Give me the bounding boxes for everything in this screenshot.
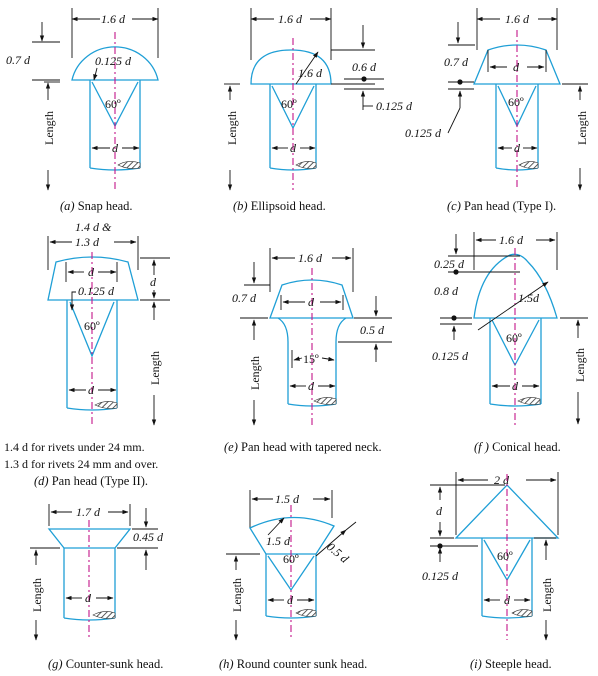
b-length-label: Length <box>225 111 239 145</box>
c-height-label: 0.7 d <box>444 55 469 69</box>
h-length-label: Length <box>230 578 244 612</box>
figure-c-pan-head-type-1: 1.6 d d 0.7 d 0.125 d 60º d Length (c) P… <box>405 8 589 213</box>
figure-f-conical-head: 1.6 d 0.25 d 0.8 d 0.125 d 1.5d 60º d Le… <box>432 232 588 454</box>
figure-b-ellipsoid-head: 1.6 d 1.6 d 0.6 d 0.125 d 60º d Length (… <box>224 8 413 213</box>
d-dia1-label: 1.4 d & <box>75 220 112 234</box>
e-pan-head-shape <box>269 279 354 319</box>
i-angle-label: 60º <box>497 549 513 563</box>
f-angle-label: 60º <box>506 331 522 345</box>
i-shank-label: d <box>504 593 511 607</box>
a-radius-label: 0.125 d <box>95 54 132 68</box>
c-length-label: Length <box>575 111 589 145</box>
i-caption: (i) Steeple head. <box>470 657 552 671</box>
f-top-label: 0.25 d <box>434 257 465 271</box>
d-note-2: 1.3 d for rivets 24 mm and over. <box>4 457 158 471</box>
c-pan-head-shape <box>473 44 561 85</box>
b-dia-label: 1.6 d <box>278 12 303 26</box>
d-length-label: Length <box>148 351 162 385</box>
i-length-label: Length <box>540 578 554 612</box>
figure-d-pan-head-type-2: 1.4 d & 1.3 d d 0.125 d 60º d Length d 1… <box>4 220 170 488</box>
d-top-label: d <box>88 265 95 279</box>
d-height-label: d <box>150 275 157 289</box>
d-dia2-label: 1.3 d <box>75 235 100 249</box>
e-top-label: d <box>308 295 315 309</box>
f-height-label: 0.8 d <box>434 284 459 298</box>
a-dia-label: 1.6 d <box>101 12 126 26</box>
b-height-label: 0.6 d <box>352 60 377 74</box>
c-radius-label: 0.125 d <box>405 126 442 140</box>
f-dia-label: 1.6 d <box>499 233 524 247</box>
d-note-1: 1.4 d for rivets under 24 mm. <box>4 440 145 454</box>
h-caption: (h) Round counter sunk head. <box>219 657 367 671</box>
i-height-label: d <box>436 504 443 518</box>
b-shank-label: d <box>290 141 297 155</box>
g-length-label: Length <box>30 578 44 612</box>
e-taper-label: 15º <box>303 352 319 366</box>
h-rise-label: 0.5 d <box>324 540 352 567</box>
g-dia-label: 1.7 d <box>76 505 101 519</box>
i-radius-label: 0.125 d <box>422 569 459 583</box>
h-radius-label: 1.5 d <box>266 534 291 548</box>
a-snap-head-shape <box>71 46 159 81</box>
e-neck-label: 0.5 d <box>360 323 385 337</box>
e-length-label: Length <box>248 356 262 390</box>
f-shank-label: d <box>512 379 519 393</box>
c-caption: (c) Pan head (Type I). <box>447 199 556 213</box>
c-dia-label: 1.6 d <box>505 12 530 26</box>
d-shank-label: d <box>88 383 95 397</box>
a-caption: (a) Snap head. <box>60 199 133 213</box>
d-pan-head-shape <box>47 256 139 301</box>
e-shank-label: d <box>308 379 315 393</box>
b-radius1-label: 1.6 d <box>298 66 323 80</box>
h-shank-label: d <box>287 593 294 607</box>
e-caption: (e) Pan head with tapered neck. <box>224 440 382 454</box>
figure-h-round-counter-sunk-head: 1.5 d 1.5 d 60º 0.5 d d Length (h) Round… <box>219 490 367 671</box>
b-ellipsoid-head-shape <box>250 49 332 85</box>
f-conical-head-shape <box>473 253 558 319</box>
d-angle-label: 60º <box>84 319 100 333</box>
g-height-label: 0.45 d <box>133 530 164 544</box>
i-dia-label: 2 d <box>494 473 510 487</box>
d-radius-label: 0.125 d <box>78 284 115 298</box>
b-radius2-label: 0.125 d <box>376 99 413 113</box>
h-dia-label: 1.5 d <box>275 492 300 506</box>
figure-a-snap-head: 1.6 d 0.7 d 0.125 d 60º d Length (a) Sna… <box>6 8 159 213</box>
e-height-label: 0.7 d <box>232 291 257 305</box>
f-radius-label: 1.5d <box>518 291 540 305</box>
c-top-label: d <box>513 60 520 74</box>
b-caption: (b) Ellipsoid head. <box>233 199 326 213</box>
e-dia-label: 1.6 d <box>298 251 323 265</box>
a-angle-label: 60º <box>105 97 121 111</box>
f-caption: (f ) Conical head. <box>474 440 561 454</box>
a-shank-label: d <box>112 141 119 155</box>
h-angle-label: 60º <box>283 552 299 566</box>
c-shank-label: d <box>514 141 521 155</box>
h-round-counter-sunk-shape <box>249 516 335 555</box>
b-angle-label: 60º <box>281 97 297 111</box>
figure-e-pan-head-tapered-neck: 1.6 d d 0.7 d 0.5 d 15º d Length (e) Pan… <box>224 248 392 454</box>
a-length-label: Length <box>42 111 56 145</box>
d-caption: (d) Pan head (Type II). <box>34 474 148 488</box>
c-angle-label: 60º <box>508 95 524 109</box>
f-length-label: Length <box>573 348 587 382</box>
g-shank-label: d <box>85 591 92 605</box>
figure-i-steeple-head: 2 d d 0.125 d 60º d Length (i) Steeple h… <box>422 472 560 671</box>
figure-g-counter-sunk-head: 1.7 d 0.45 d d Length (g) Counter-sunk h… <box>30 504 164 671</box>
g-caption: (g) Counter-sunk head. <box>48 657 163 671</box>
f-radius2-label: 0.125 d <box>432 349 469 363</box>
a-height-label: 0.7 d <box>6 53 31 67</box>
